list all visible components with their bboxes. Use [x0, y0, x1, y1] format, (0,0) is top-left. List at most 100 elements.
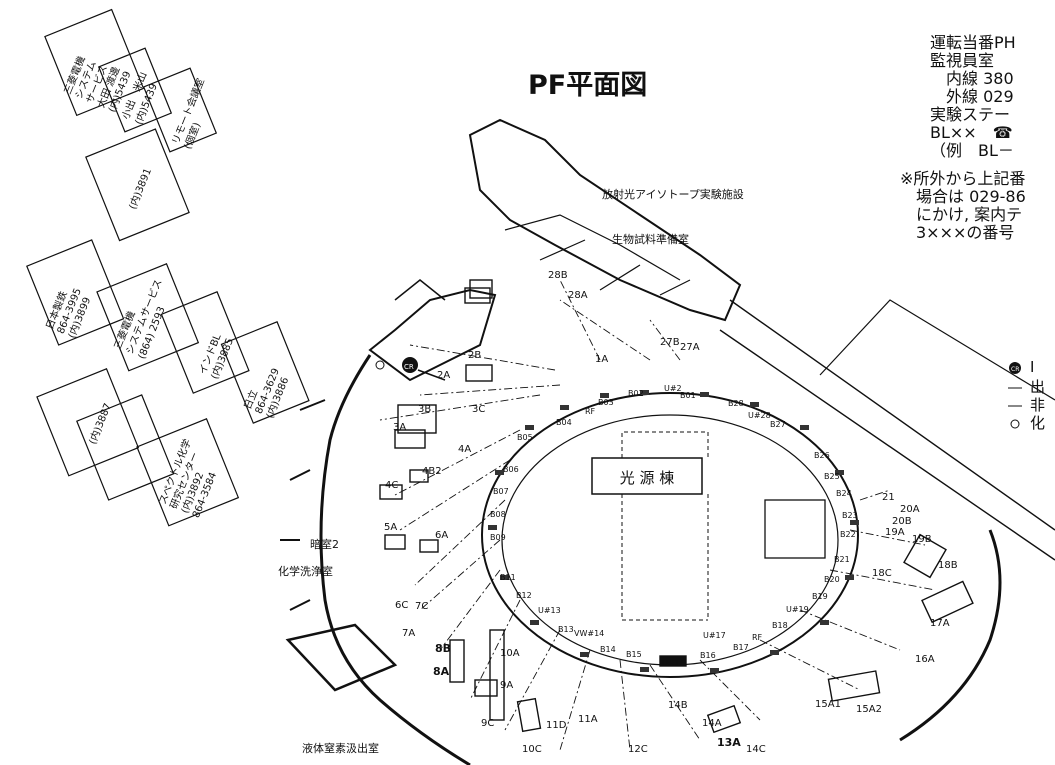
cr-marker	[402, 357, 418, 373]
bl-14A: 14A	[702, 718, 722, 729]
bl-20B: 20B	[892, 516, 912, 527]
svg-text:U#19: U#19	[786, 605, 809, 614]
svg-text:B20: B20	[824, 575, 840, 584]
bl-1A: 1A	[595, 354, 608, 365]
bl-11D: 11D	[546, 720, 567, 731]
svg-text:B14: B14	[600, 645, 616, 654]
svg-text:B24: B24	[836, 489, 852, 498]
bl-9C: 9C	[481, 718, 494, 729]
bl-28A: 28A	[568, 290, 588, 301]
bl-13A: 13A	[717, 736, 741, 749]
bl-7C: 7C	[415, 601, 428, 612]
bl-6C: 6C	[395, 600, 408, 611]
hall-outer-wall	[319, 354, 471, 765]
legend-symbols: CR	[1008, 362, 1022, 429]
legend-item-3: 非	[1030, 396, 1046, 414]
svg-text:U#16: U#16	[662, 659, 685, 668]
svg-text:B21: B21	[834, 555, 850, 564]
note-line-4: 3×××の番号	[900, 223, 1015, 242]
svg-text:U#28: U#28	[748, 411, 771, 420]
label-bio-prep: 生物試料準備室	[612, 232, 689, 246]
bl-19A: 19A	[885, 527, 905, 538]
note-line-2: 場合は 029-86	[900, 187, 1026, 206]
bl-20A: 20A	[900, 504, 920, 515]
bl-17A: 17A	[930, 618, 950, 629]
svg-text:B18: B18	[772, 621, 788, 630]
svg-text:VW#14: VW#14	[574, 629, 604, 638]
bl-4A: 4A	[458, 444, 471, 455]
bl-27A: 27A	[680, 342, 700, 353]
info-line-5: 実験ステー	[930, 105, 1011, 124]
beamline-labels: 28B 28A 27B 27A 1A 2B 2A 3B 3C 3A 4A 4B2…	[384, 270, 958, 755]
ring-magnets	[488, 390, 859, 673]
map-linework	[280, 118, 1055, 765]
svg-text:B19: B19	[812, 592, 828, 601]
bl-11A: 11A	[578, 714, 598, 725]
bl-10C: 10C	[522, 744, 542, 755]
office-remote: リモート会議室(個室)	[169, 76, 219, 151]
office-india-bl: インドBL(内)3885	[198, 332, 236, 381]
bl-21: 21	[882, 492, 895, 503]
bl-8B: 8B	[435, 642, 451, 655]
office-nippon-steel: 日本製鉄864-3995(内)3899	[43, 282, 95, 341]
svg-text:B25: B25	[824, 472, 840, 481]
bl-2A: 2A	[437, 370, 450, 381]
info-line-7: （例 BL－	[930, 141, 1014, 160]
office-spectrum: スペクトル化学研究センター(内)3892864-3584	[156, 437, 227, 520]
bl-15A1: 15A1	[815, 699, 841, 710]
info-line-4: 外線 029	[930, 87, 1014, 106]
legend-item-2: 出	[1030, 378, 1046, 396]
svg-text:B17: B17	[733, 643, 749, 652]
svg-text:B09: B09	[490, 533, 506, 542]
svg-text:B16: B16	[700, 651, 716, 660]
office-mitsubishi-a: 三菱電機システムサービス大田 渡邊(内)5439	[61, 51, 134, 114]
bl-6A: 6A	[435, 530, 448, 541]
svg-text:B08: B08	[490, 510, 506, 519]
label-chem-wash: 化学洗浄室	[278, 564, 333, 578]
bl-18C: 18C	[872, 568, 892, 579]
svg-text:U#13: U#13	[538, 606, 561, 615]
svg-text:B11: B11	[500, 573, 516, 582]
svg-text:B06: B06	[503, 465, 519, 474]
office-naisen-3891: (内)3891	[126, 166, 154, 211]
bl-16A: 16A	[915, 654, 935, 665]
bl-28B: 28B	[548, 270, 568, 281]
bl-18B: 18B	[938, 560, 958, 571]
bl-14B: 14B	[668, 700, 688, 711]
bl-27B: 27B	[660, 337, 680, 348]
ri-building	[468, 118, 742, 322]
svg-text:B15: B15	[626, 650, 642, 659]
bl-7A: 7A	[402, 628, 415, 639]
bl-14C: 14C	[746, 744, 766, 755]
svg-text:B01: B01	[680, 391, 696, 400]
label-darkroom2: 暗室2	[310, 537, 339, 551]
bl-5A: 5A	[384, 522, 397, 533]
bl-4B2: 4B2	[422, 466, 442, 477]
light-source-building	[591, 457, 703, 495]
bl-3A: 3A	[393, 422, 406, 433]
info-line-1: 運転当番PH	[930, 33, 1016, 52]
office-labels: 三菱電機システムサービス大田 渡邊(内)5439 小出 米山(内)5439 リモ…	[43, 51, 292, 520]
info-line-6: BL×× ☎	[930, 123, 1013, 142]
svg-text:B05: B05	[517, 433, 533, 442]
svg-text:B28: B28	[728, 399, 744, 408]
bl-2B: 2B	[468, 350, 481, 361]
note-line-3: にかけ, 案内テ	[900, 205, 1023, 224]
svg-text:B03: B03	[598, 398, 614, 407]
svg-text:B12: B12	[516, 591, 532, 600]
svg-text:U#2: U#2	[664, 384, 682, 393]
svg-text:RF: RF	[585, 407, 596, 416]
label-ln-room: 液体窒素汲出室	[302, 741, 379, 755]
bl-10A: 10A	[500, 648, 520, 659]
bl-9A: 9A	[500, 680, 513, 691]
page-title: PF平面図	[528, 70, 648, 101]
info-line-2: 監視員室	[930, 51, 995, 70]
svg-text:B23: B23	[842, 511, 858, 520]
svg-text:CR: CR	[1011, 366, 1019, 373]
legend-item-4: 化	[1030, 414, 1046, 432]
svg-text:B22: B22	[840, 530, 856, 539]
area-labels: 放射光アイソトープ実験施設 生物試料準備室 暗室2 化学洗浄室 液体窒素汲出室 …	[278, 187, 744, 755]
